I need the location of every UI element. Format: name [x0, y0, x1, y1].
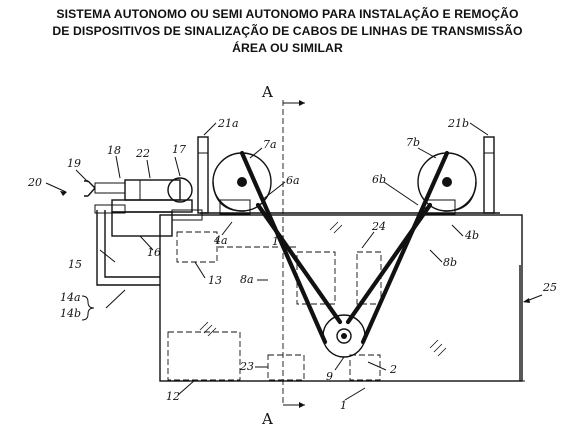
component-24 [356, 251, 382, 305]
label-14b: 14b [60, 307, 81, 320]
title-line-1: SISTEMA AUTONOMO OU SEMI AUTONOMO PARA I… [56, 7, 519, 21]
label-8a: 8a [240, 273, 254, 286]
label-23: 23 [239, 360, 254, 373]
label-4a: 4a [213, 234, 228, 247]
pulley-mount-left [219, 199, 251, 215]
label-24: 24 [371, 220, 386, 233]
document-title: SISTEMA AUTONOMO OU SEMI AUTONOMO PARA I… [0, 6, 575, 57]
title-line-2: DE DISPOSITIVOS DE SINALIZAÇÃO DE CABOS … [52, 24, 523, 38]
pulley-7b-hub [442, 177, 452, 187]
label-6b: 6b [372, 173, 386, 186]
pulley-7a-hub [237, 177, 247, 187]
cable-8a-inner [255, 202, 343, 325]
label-25: 25 [542, 281, 557, 294]
component-2 [349, 354, 381, 381]
upright-21a [197, 136, 209, 214]
label-4b: 4b [464, 229, 479, 242]
hatch-marks [199, 221, 447, 357]
component-12 [167, 331, 241, 381]
motor-22 [124, 179, 181, 201]
label-16: 16 [147, 246, 161, 259]
component-13 [176, 231, 218, 263]
cable-8b-outer [360, 150, 450, 345]
label-21b: 21b [447, 117, 469, 130]
title-line-3: ÁREA OU SIMILAR [232, 41, 343, 55]
label-17: 17 [172, 143, 186, 156]
label-15: 15 [68, 258, 82, 271]
label-22: 22 [135, 147, 150, 160]
label-2: 2 [389, 363, 397, 376]
label-7a: 7a [263, 138, 277, 151]
component-11 [296, 251, 336, 305]
gripper-19 [84, 180, 96, 197]
label-section-bottom: A [261, 410, 273, 428]
label-7b: 7b [406, 136, 420, 149]
label-20: 20 [27, 176, 42, 189]
label-section-top: A [261, 83, 273, 101]
main-housing [159, 214, 523, 382]
cable-8a-outer [239, 150, 328, 345]
label-21a: 21a [217, 117, 239, 130]
label-14a: 14a [60, 291, 81, 304]
label-9: 9 [326, 370, 333, 383]
arm-15 [96, 210, 160, 286]
label-11: 11 [272, 235, 286, 248]
label-12: 12 [166, 390, 180, 403]
label-1: 1 [340, 399, 347, 412]
label-13: 13 [208, 274, 222, 287]
cable-8b-inner [345, 202, 433, 325]
leader-lines [45, 122, 543, 401]
label-6a: 6a [286, 174, 300, 187]
label-8b: 8b [443, 256, 457, 269]
gripper-arm-18 [94, 182, 126, 194]
upright-21b [483, 136, 495, 214]
label-18: 18 [107, 144, 121, 157]
actuator-17 [167, 177, 193, 203]
component-23 [267, 354, 305, 381]
label-19: 19 [67, 157, 81, 170]
